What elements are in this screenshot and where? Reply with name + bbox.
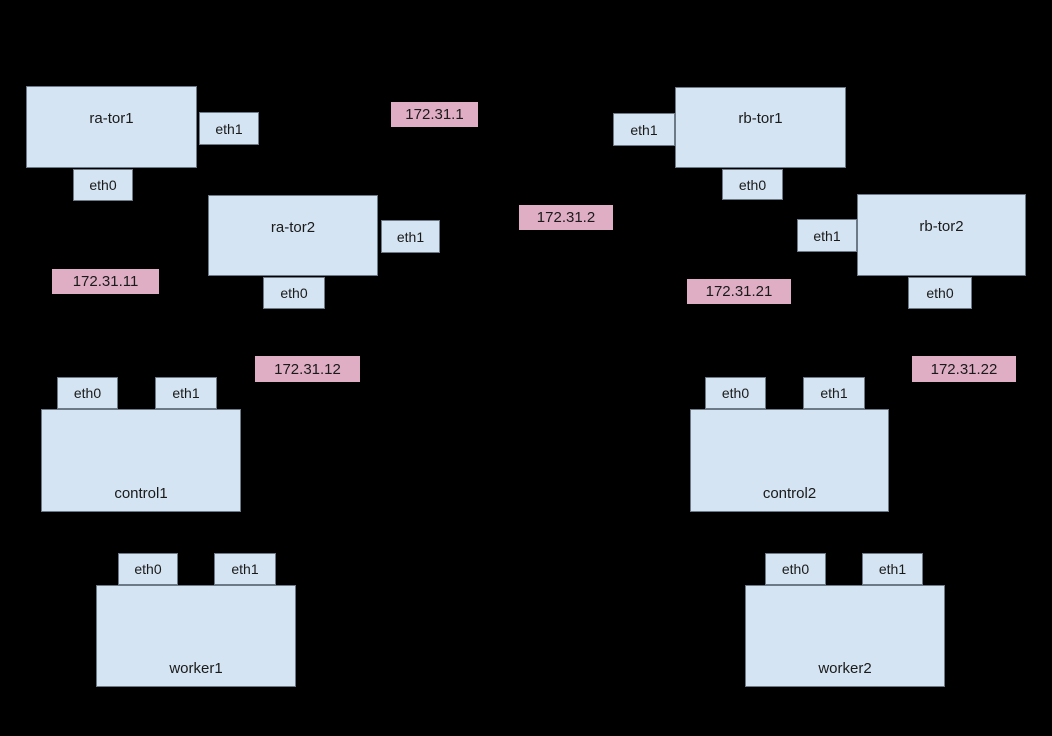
- node-control2[interactable]: [690, 409, 889, 512]
- node-rb-tor1[interactable]: [675, 87, 846, 168]
- interface-worker2-eth1[interactable]: eth1: [862, 553, 923, 585]
- network-label-net-172-31-12[interactable]: 172.31.12: [255, 356, 360, 382]
- network-label-net-172-31-2[interactable]: 172.31.2: [519, 205, 613, 230]
- interface-ra-tor1-eth1[interactable]: eth1: [199, 112, 259, 145]
- interface-control2-eth1[interactable]: eth1: [803, 377, 865, 409]
- interface-control1-eth1[interactable]: eth1: [155, 377, 217, 409]
- interface-ra-tor2-eth1[interactable]: eth1: [381, 220, 440, 253]
- node-worker1[interactable]: [96, 585, 296, 687]
- interface-rb-tor2-eth1[interactable]: eth1: [797, 219, 857, 252]
- interface-worker2-eth0[interactable]: eth0: [765, 553, 826, 585]
- node-ra-tor1[interactable]: [26, 86, 197, 168]
- interface-worker1-eth0[interactable]: eth0: [118, 553, 178, 585]
- node-worker2[interactable]: [745, 585, 945, 687]
- interface-rb-tor1-eth1[interactable]: eth1: [613, 113, 675, 146]
- node-control1[interactable]: [41, 409, 241, 512]
- interface-worker1-eth1[interactable]: eth1: [214, 553, 276, 585]
- interface-control1-eth0[interactable]: eth0: [57, 377, 118, 409]
- network-label-net-172-31-1[interactable]: 172.31.1: [391, 102, 478, 127]
- network-label-net-172-31-11[interactable]: 172.31.11: [52, 269, 159, 294]
- interface-rb-tor2-eth0[interactable]: eth0: [908, 277, 972, 309]
- network-label-net-172-31-21[interactable]: 172.31.21: [687, 279, 791, 304]
- node-rb-tor2[interactable]: [857, 194, 1026, 276]
- interface-control2-eth0[interactable]: eth0: [705, 377, 766, 409]
- node-ra-tor2[interactable]: [208, 195, 378, 276]
- interface-ra-tor1-eth0[interactable]: eth0: [73, 169, 133, 201]
- interface-ra-tor2-eth0[interactable]: eth0: [263, 277, 325, 309]
- interface-rb-tor1-eth0[interactable]: eth0: [722, 169, 783, 200]
- network-label-net-172-31-22[interactable]: 172.31.22: [912, 356, 1016, 382]
